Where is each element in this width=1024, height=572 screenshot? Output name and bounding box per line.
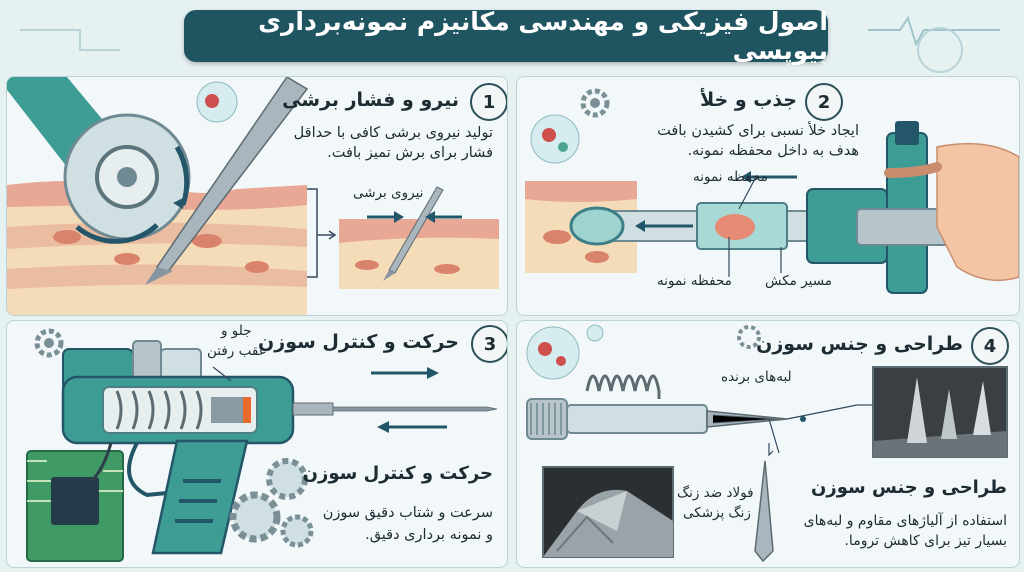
- section-heading: حرکت و کنترل سوزن: [258, 331, 459, 353]
- cutting-edges-label: لبه‌های برنده: [721, 369, 792, 385]
- section-description-line2: بسیار تیز برای کاهش تروما.: [844, 533, 1007, 549]
- section-description-line1: ایجاد خلأ نسبی برای کشیدن بافت: [657, 123, 859, 139]
- section-heading: جذب و خلأ: [700, 89, 797, 111]
- shear-force-label: نیروی برشی: [353, 185, 424, 201]
- section-subheading: طراحی و جنس سوزن: [811, 477, 1007, 498]
- section-description-line2: هدف به داخل محفظه نمونه.: [687, 143, 859, 159]
- section-description-line1: سرعت و شتاب دقیق سوزن: [322, 505, 493, 521]
- section-shear-force: 1 نیرو و فشار برشی تولید نیروی برشی کافی…: [6, 76, 508, 316]
- motion-label-line2: عقب رفتن: [207, 343, 267, 359]
- section-heading: طراحی و جنس سوزن: [756, 333, 963, 355]
- motion-label-line1: جلو و: [221, 323, 252, 339]
- suction-path-label: مسیر مکش: [765, 273, 832, 289]
- shear-illustration: [7, 77, 499, 315]
- section-number-badge: 3: [471, 325, 507, 363]
- suction-illustration: [525, 88, 1019, 294]
- section-number-badge: 4: [971, 327, 1009, 365]
- stainless-steel-label-line1: فولاد ضد زنگ: [677, 485, 754, 501]
- section-needle-motion: 3 حرکت و کنترل سوزن جلو و عقب رفتن حرکت …: [6, 320, 508, 568]
- section-number-badge: 1: [470, 83, 507, 121]
- section-heading: نیرو و فشار برشی: [282, 89, 459, 111]
- stainless-steel-label-line2: زنگ پزشکی: [683, 505, 751, 521]
- section-description-line1: تولید نیروی برشی کافی با حداقل: [293, 125, 493, 141]
- page-title: اصول فیزیکی و مهندسی مکانیزم نمونه‌بردار…: [184, 7, 828, 65]
- section-number-badge: 2: [805, 83, 843, 121]
- section-description-line1: استفاده از آلیاژهای مقاوم و لبه‌های: [803, 513, 1007, 529]
- section-needle-design: 4 طراحی و جنس سوزن لبه‌های برنده فولاد ض…: [516, 320, 1020, 568]
- section-subheading: حرکت و کنترل سوزن: [302, 463, 493, 484]
- sample-chamber-label-top: محفظه نمونه: [693, 169, 768, 185]
- sample-chamber-label-bottom: محفظه نمونه: [657, 273, 732, 289]
- design-illustration: [526, 324, 1008, 563]
- section-description-line2: فشار برای برش تمیز بافت.: [327, 145, 493, 161]
- section-description-line2: و نمونه برداری دقیق.: [365, 527, 493, 543]
- section-suction-vacuum: 2 جذب و خلأ ایجاد خلأ نسبی برای کشیدن با…: [516, 76, 1020, 316]
- motion-illustration: [26, 328, 498, 562]
